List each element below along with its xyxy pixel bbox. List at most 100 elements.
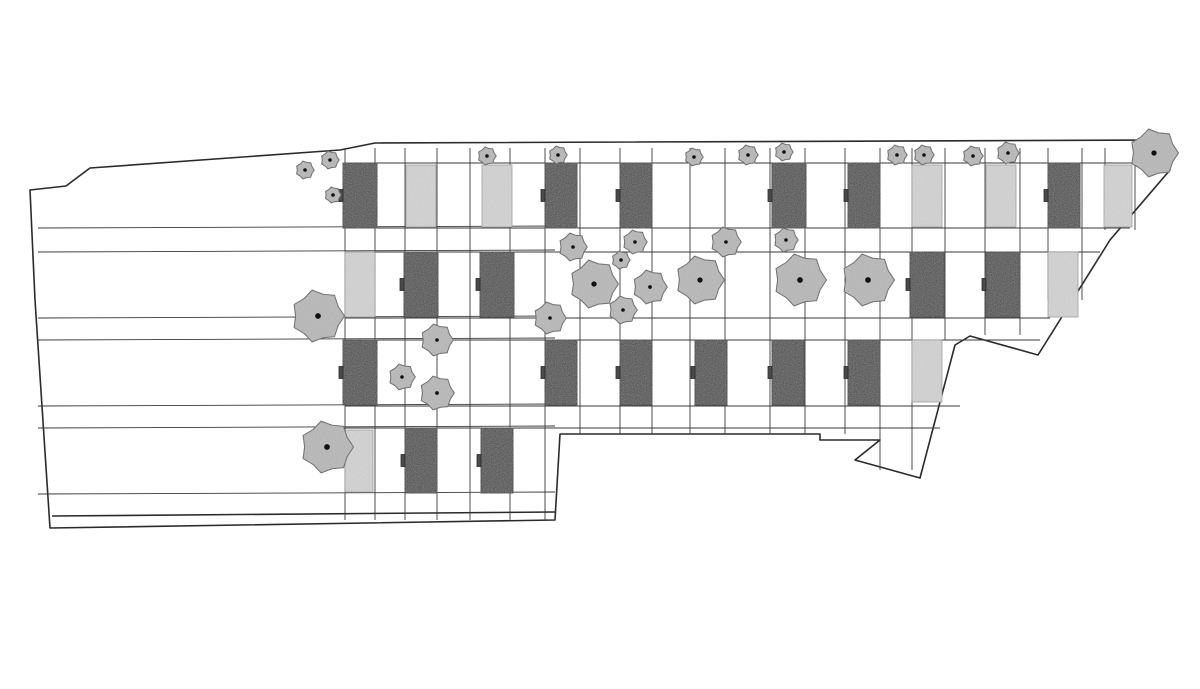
plot-dark bbox=[619, 162, 653, 229]
tree-trunk bbox=[1151, 150, 1157, 156]
tree-trunk bbox=[400, 375, 404, 379]
tree bbox=[389, 363, 416, 391]
tree bbox=[534, 301, 567, 335]
plot-light bbox=[911, 164, 943, 228]
tree-trunk bbox=[303, 168, 307, 172]
plot-notch bbox=[476, 454, 482, 467]
bottom-edge-double-line bbox=[51, 511, 556, 517]
tree-trunk bbox=[971, 154, 975, 158]
plot-grid bbox=[37, 148, 1150, 520]
tree-trunk bbox=[621, 308, 625, 312]
plot-light bbox=[344, 429, 374, 493]
tree-trunk bbox=[724, 240, 728, 244]
tree bbox=[302, 420, 355, 474]
plot-notch bbox=[690, 366, 696, 379]
plot-light bbox=[985, 164, 1017, 228]
grid-line-horizontal bbox=[37, 249, 556, 253]
tree bbox=[478, 146, 497, 166]
tree bbox=[571, 259, 620, 309]
tree bbox=[293, 289, 346, 343]
plot-dark bbox=[909, 251, 945, 318]
tree-trunk bbox=[784, 238, 788, 242]
tree bbox=[559, 232, 588, 262]
plot-notch bbox=[615, 366, 621, 379]
plot-dark bbox=[694, 339, 728, 406]
plot-dark bbox=[544, 162, 578, 229]
plot-dark bbox=[985, 251, 1021, 318]
tree bbox=[325, 186, 342, 204]
tree bbox=[677, 255, 726, 305]
plot-notch bbox=[843, 366, 849, 379]
plot-notch bbox=[843, 189, 849, 202]
tree bbox=[612, 250, 631, 270]
tree-trunk bbox=[435, 391, 439, 395]
plot-light bbox=[911, 339, 943, 403]
tree bbox=[623, 229, 648, 255]
tree-trunk bbox=[315, 313, 321, 319]
tree-trunk bbox=[548, 316, 552, 320]
tree-trunk bbox=[556, 153, 560, 157]
site-boundary bbox=[29, 139, 1171, 529]
tree-trunk bbox=[571, 245, 575, 249]
plot-dark bbox=[847, 162, 881, 229]
plot-notch bbox=[540, 366, 546, 379]
tree-trunk bbox=[324, 444, 330, 450]
plot-dark bbox=[847, 339, 881, 406]
tree bbox=[774, 227, 799, 253]
grid-line-horizontal bbox=[37, 225, 556, 229]
plot-dark bbox=[544, 339, 578, 406]
tree bbox=[321, 150, 340, 170]
plot-light bbox=[405, 164, 437, 228]
tree-trunk bbox=[331, 193, 335, 197]
tree bbox=[914, 144, 935, 166]
tree bbox=[1131, 128, 1180, 178]
plot-dark bbox=[771, 162, 807, 229]
plot-notch bbox=[1043, 189, 1049, 202]
tree bbox=[609, 295, 638, 325]
tree bbox=[963, 145, 984, 167]
plot-light bbox=[1103, 164, 1133, 228]
tree bbox=[549, 145, 568, 165]
plot-notch bbox=[905, 278, 911, 291]
plot-dark bbox=[403, 251, 439, 318]
tree-trunk bbox=[648, 285, 652, 289]
tree bbox=[775, 253, 828, 307]
plot-notch bbox=[767, 189, 773, 202]
tree bbox=[685, 147, 704, 167]
tree-trunk bbox=[922, 153, 926, 157]
tree-trunk bbox=[692, 155, 696, 159]
plot-light bbox=[344, 251, 376, 318]
tree-trunk bbox=[1006, 151, 1010, 155]
site-outline bbox=[29, 139, 1171, 529]
tree-trunk bbox=[865, 277, 871, 283]
tree-trunk bbox=[697, 277, 703, 283]
plot-dark bbox=[619, 339, 653, 406]
plot-notch bbox=[400, 454, 406, 467]
tree bbox=[633, 269, 668, 305]
tree-trunk bbox=[328, 158, 332, 162]
tree-trunk bbox=[895, 153, 899, 157]
tree bbox=[738, 144, 759, 166]
tree-trunk bbox=[782, 150, 786, 154]
plot-dark bbox=[479, 251, 515, 318]
tree-trunk bbox=[633, 240, 637, 244]
tree bbox=[296, 160, 315, 180]
tree bbox=[843, 253, 896, 307]
tree-trunk bbox=[435, 338, 439, 342]
plot-rectangles bbox=[338, 162, 1133, 494]
plot-dark bbox=[404, 427, 438, 494]
tree bbox=[997, 141, 1020, 165]
tree bbox=[887, 144, 908, 166]
grid-line-horizontal bbox=[37, 337, 556, 341]
grid-line-horizontal bbox=[37, 491, 556, 495]
plot-dark bbox=[342, 162, 378, 229]
tree-trunk bbox=[591, 281, 597, 287]
plot-notch bbox=[540, 189, 546, 202]
tree bbox=[775, 142, 794, 162]
tree bbox=[420, 375, 455, 411]
grid-line-horizontal bbox=[37, 403, 556, 407]
tree bbox=[421, 323, 454, 357]
plot-notch bbox=[399, 278, 405, 291]
plot-notch bbox=[981, 278, 987, 291]
